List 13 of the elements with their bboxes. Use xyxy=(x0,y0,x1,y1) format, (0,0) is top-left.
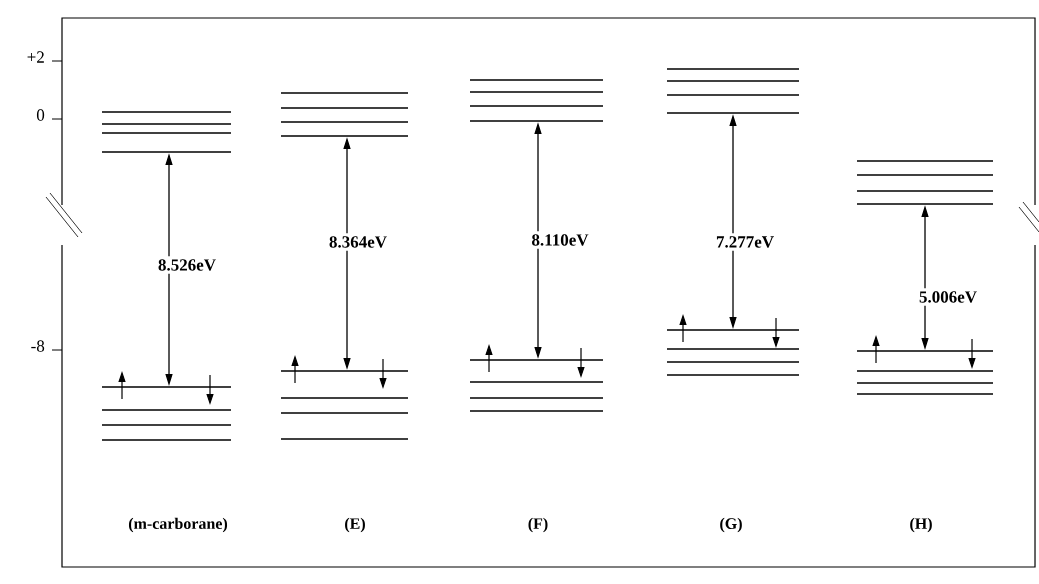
compound-label: (G) xyxy=(720,517,742,533)
tick-label: 0 xyxy=(36,109,45,121)
edge-label: 8.526eV xyxy=(154,256,220,274)
compound-label: (H) xyxy=(910,517,932,533)
compound-label: (E) xyxy=(345,517,365,533)
compound-label: (F) xyxy=(528,517,548,533)
compound-label: (m-carborane) xyxy=(128,517,228,533)
edge-label: 8.110eV xyxy=(528,231,592,249)
edge-label: 5.006eV xyxy=(915,288,981,306)
edge-label: 8.364eV xyxy=(325,233,391,251)
edge-label: 7.277eV xyxy=(712,233,778,251)
tick-label: +2 xyxy=(27,51,44,63)
tick-label: -8 xyxy=(31,340,45,352)
